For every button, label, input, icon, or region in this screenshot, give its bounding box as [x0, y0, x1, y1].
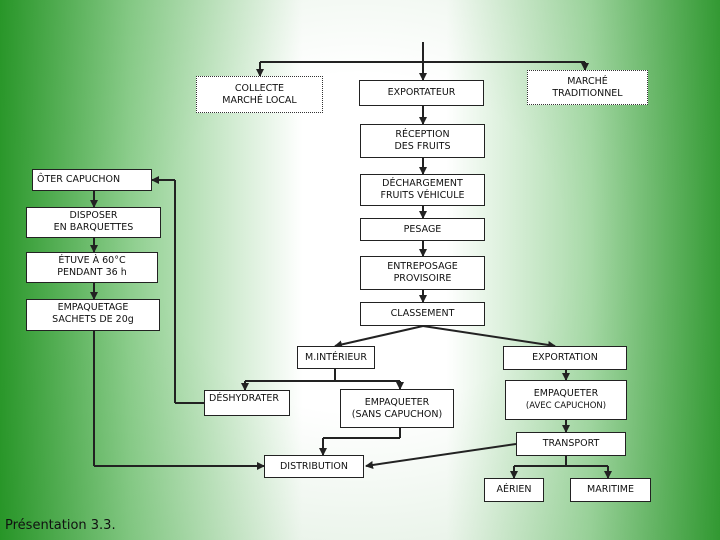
- node-marche-interieur: M.INTÉRIEUR: [297, 346, 375, 369]
- node-empaqueter-avec-title: EMPAQUETER: [533, 388, 599, 399]
- connector-classement-split-right: [422, 325, 556, 349]
- node-reception-des-fruits: RÉCEPTION DES FRUITS: [360, 124, 485, 158]
- node-collecte-marche-local: COLLECTE MARCHÉ LOCAL: [196, 76, 323, 113]
- slide-caption: Présentation 3.3.: [5, 518, 116, 533]
- node-oter-capuchon: ÔTER CAPUCHON: [32, 169, 152, 191]
- node-etuve-60c-36h: ÉTUVE À 60°C PENDANT 36 h: [26, 252, 158, 283]
- node-aerien: AÉRIEN: [484, 478, 544, 502]
- node-entreposage-provisoire: ENTREPOSAGE PROVISOIRE: [360, 256, 485, 290]
- connector-transport-to-distribution: [365, 443, 517, 469]
- node-empaqueter-avec-capuchon: EMPAQUETER (AVEC CAPUCHON): [505, 380, 627, 420]
- node-pesage: PESAGE: [360, 218, 485, 241]
- node-classement: CLASSEMENT: [360, 302, 485, 326]
- node-empaqueter-avec-sub: (AVEC CAPUCHON): [525, 401, 607, 411]
- node-transport: TRANSPORT: [516, 432, 626, 456]
- connector-classement-split-left: [334, 325, 424, 349]
- node-empaqueter-sans-capuchon: EMPAQUETER (SANS CAPUCHON): [340, 389, 454, 428]
- node-empaquetage-sachets-20g: EMPAQUETAGE SACHETS DE 20g: [26, 299, 160, 331]
- node-distribution: DISTRIBUTION: [264, 455, 364, 478]
- node-exportateur: EXPORTATEUR: [359, 80, 484, 106]
- node-marche-traditionnel: MARCHÉ TRADITIONNEL: [527, 70, 648, 105]
- node-exportation: EXPORTATION: [503, 346, 627, 370]
- node-deshydrater: DÉSHYDRATER: [204, 390, 290, 416]
- node-disposer-en-barquettes: DISPOSER EN BARQUETTES: [26, 207, 161, 238]
- node-maritime: MARITIME: [570, 478, 651, 502]
- node-dechargement-fruits-vehicule: DÉCHARGEMENT FRUITS VÉHICULE: [360, 174, 485, 206]
